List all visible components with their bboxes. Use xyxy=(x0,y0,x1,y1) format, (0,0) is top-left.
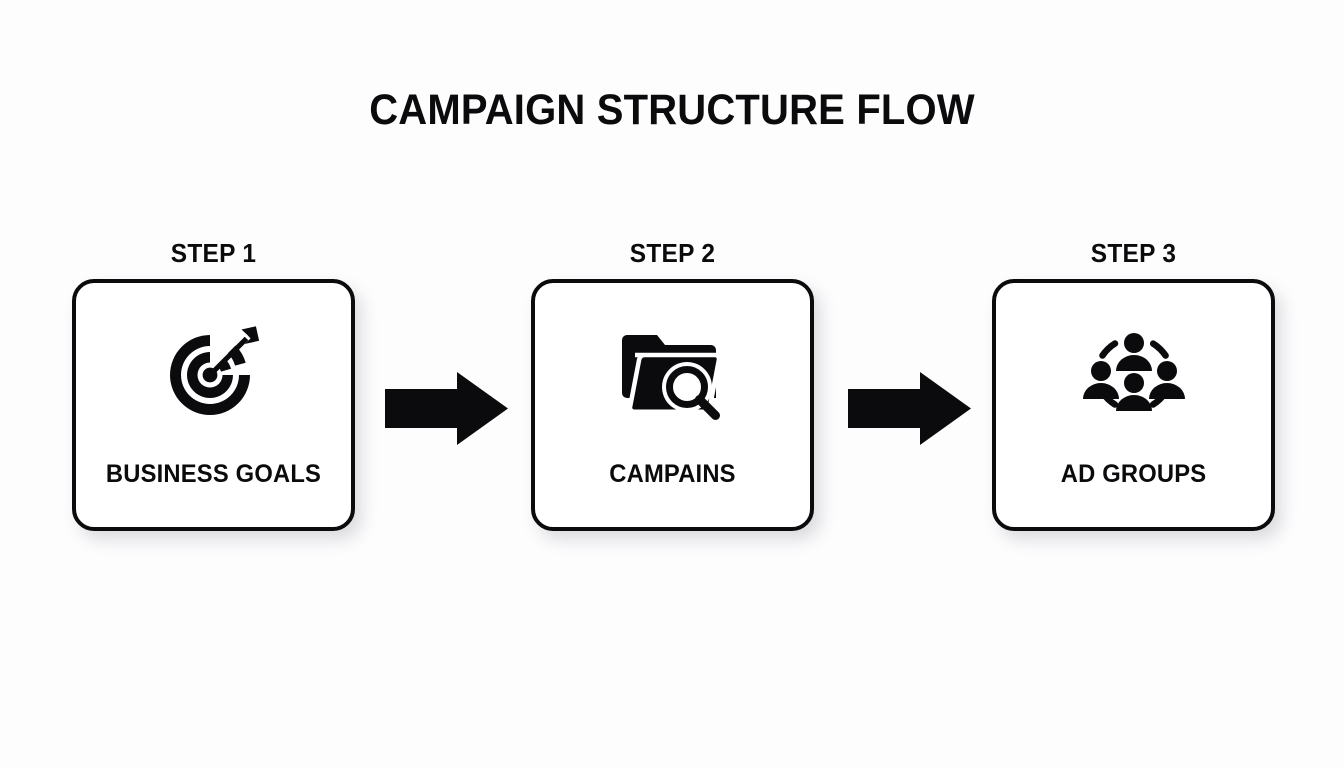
page-title: CAMPAIGN STRUCTURE FLOW xyxy=(369,86,975,134)
step-card-title-2: CAMPAINS xyxy=(609,460,736,488)
arrow-right-icon-2 xyxy=(848,372,971,445)
arrow-right-icon-1 xyxy=(385,372,508,445)
step-label-2: STEP 2 xyxy=(629,238,716,268)
step-card-title-1: BUSINESS GOALS xyxy=(105,460,322,488)
step-card-3[interactable]: AD GROUPS xyxy=(992,279,1275,531)
folder-search-icon xyxy=(617,321,729,427)
flow-step-2[interactable]: STEP 2 xyxy=(531,238,814,531)
flow-step-3[interactable]: STEP 3 xyxy=(992,238,1275,531)
step-label-3: STEP 3 xyxy=(1090,238,1177,268)
step-card-1[interactable]: BUSINESS GOALS xyxy=(72,279,355,531)
target-bullseye-arrow-icon xyxy=(158,321,270,427)
step-card-title-3: AD GROUPS xyxy=(1060,460,1207,488)
people-network-icon xyxy=(1078,321,1190,427)
flow-step-1[interactable]: STEP 1 xyxy=(72,238,355,531)
step-card-2[interactable]: CAMPAINS xyxy=(531,279,814,531)
campaign-flow: STEP 1 xyxy=(72,238,1275,548)
step-label-1: STEP 1 xyxy=(170,238,257,268)
